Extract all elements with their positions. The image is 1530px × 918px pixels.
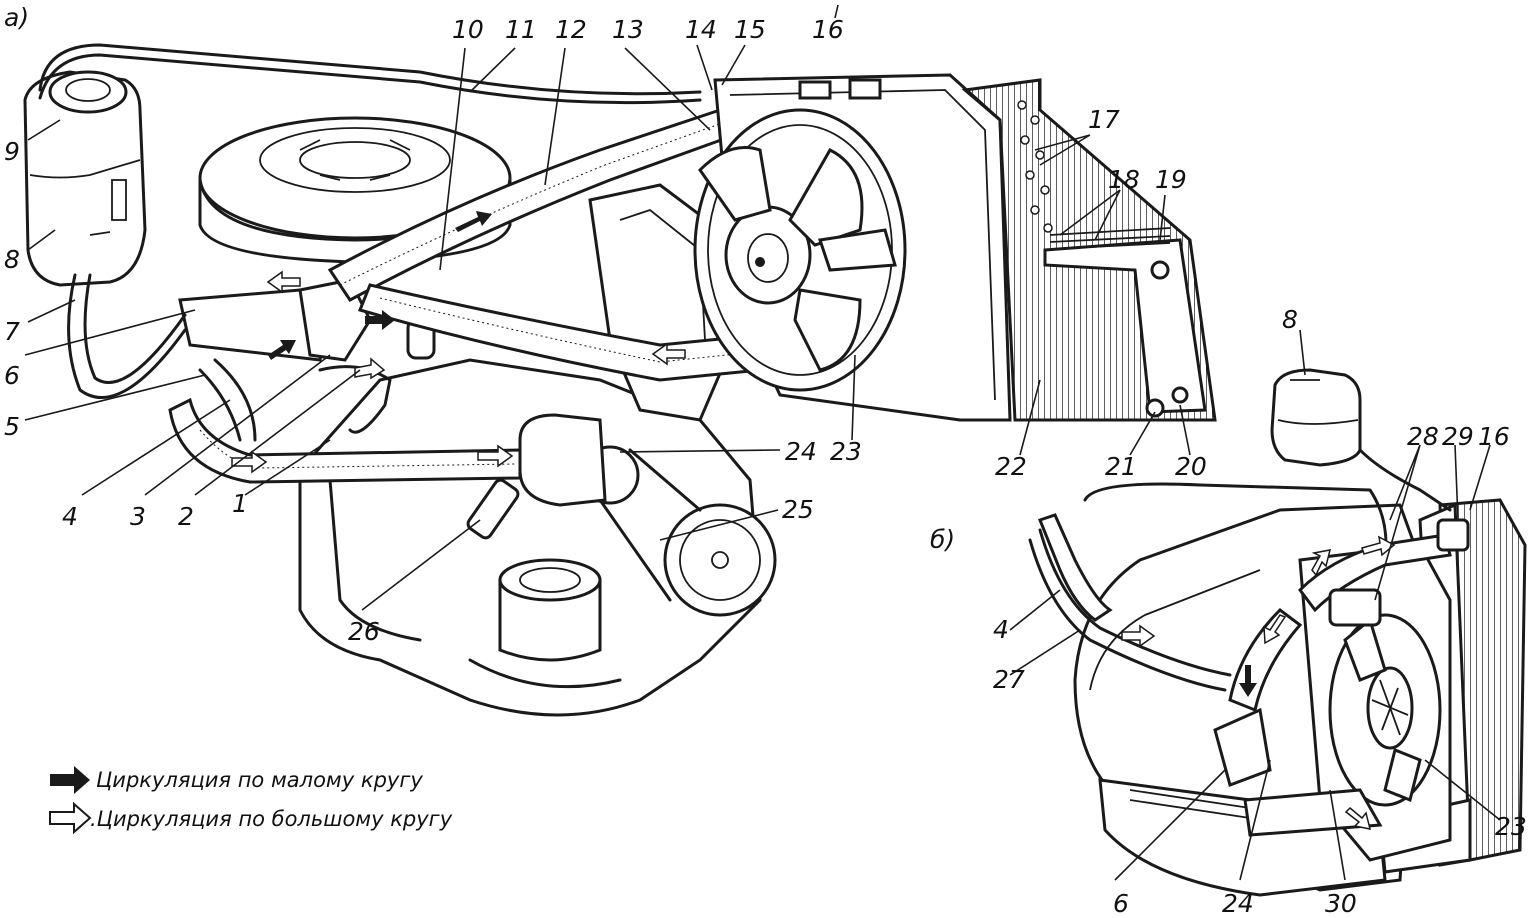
callout-2: 2 (178, 502, 194, 531)
cooling-fan (693, 108, 907, 392)
callout-13: 13 (612, 15, 644, 44)
callout-b-29: 29 (1442, 422, 1474, 451)
legend-large-circuit: .Циркуляция по большому кругу (90, 807, 453, 831)
callout-23: 23 (830, 437, 862, 466)
panel-b-illustration: 8 28 29 16 4 27 6 24 30 23 б) (930, 305, 1527, 918)
callout-1: 1 (232, 489, 248, 518)
large-circuit-arrow-icon (49, 801, 92, 835)
leader-lines-panel-b (1009, 329, 1501, 881)
callout-b-27: 27 (993, 665, 1025, 694)
cooling-fan-b (1328, 613, 1442, 807)
callout-6: 6 (4, 361, 20, 390)
small-circuit-arrow-icon (50, 766, 90, 794)
legend: Циркуляция по малому кругу .Циркуляция п… (49, 766, 453, 835)
water-pump (518, 413, 607, 507)
callout-22: 22 (995, 452, 1027, 481)
flow-arrows-panel-a (231, 211, 686, 474)
callout-14: 14 (685, 15, 717, 44)
callout-12: 12 (555, 15, 587, 44)
callout-b-23: 23 (1495, 812, 1527, 841)
callout-9: 9 (4, 137, 20, 166)
callout-b-8: 8 (1282, 305, 1298, 334)
flow-arrows-panel-b (1121, 535, 1396, 830)
callout-10: 10 (452, 15, 484, 44)
callout-19: 19 (1155, 165, 1187, 194)
expansion-tank-b (1270, 368, 1362, 467)
leader-lines-panel-a (24, 4, 1191, 611)
callout-5: 5 (4, 412, 20, 441)
callout-17: 17 (1088, 105, 1120, 134)
callout-25: 25 (782, 495, 814, 524)
callouts-panel-a: 1 2 3 4 5 6 7 8 9 10 11 12 13 14 15 16 1… (4, 3, 1207, 646)
tube-tank-to-radiator (38, 43, 702, 96)
callouts-panel-b: 8 28 29 16 4 27 6 24 30 23 б) (930, 305, 1527, 918)
panel-label-a: а) (4, 3, 29, 32)
callout-b-4: 4 (993, 615, 1009, 644)
radiator-core (961, 78, 1217, 422)
callout-3: 3 (130, 502, 146, 531)
callout-b-6: 6 (1113, 889, 1129, 918)
callout-15: 15 (734, 15, 766, 44)
callout-24: 24 (785, 437, 817, 466)
callout-20: 20 (1175, 452, 1207, 481)
callout-7: 7 (4, 317, 20, 346)
callout-11: 11 (505, 15, 537, 44)
callout-4: 4 (62, 502, 78, 531)
panel-label-b: б) (930, 525, 955, 554)
callout-18: 18 (1108, 165, 1140, 194)
hose-tank-to-pump (67, 273, 187, 399)
legend-small-circuit: Циркуляция по малому кругу (96, 768, 423, 792)
panel-a-illustration: 1 2 3 4 5 6 7 8 9 10 11 12 13 14 15 16 1… (4, 3, 1217, 717)
callout-16: 16 (812, 15, 844, 44)
crankshaft-pulley (663, 503, 777, 617)
expansion-tank (23, 70, 147, 287)
callout-26: 26 (348, 617, 380, 646)
callout-b-30: 30 (1325, 889, 1357, 918)
callout-b-24: 24 (1222, 889, 1254, 918)
callout-b-16: 16 (1478, 422, 1510, 451)
callout-8: 8 (4, 245, 20, 274)
oil-filter (498, 558, 602, 662)
callout-21: 21 (1105, 452, 1137, 481)
callout-b-28: 28 (1407, 422, 1439, 451)
